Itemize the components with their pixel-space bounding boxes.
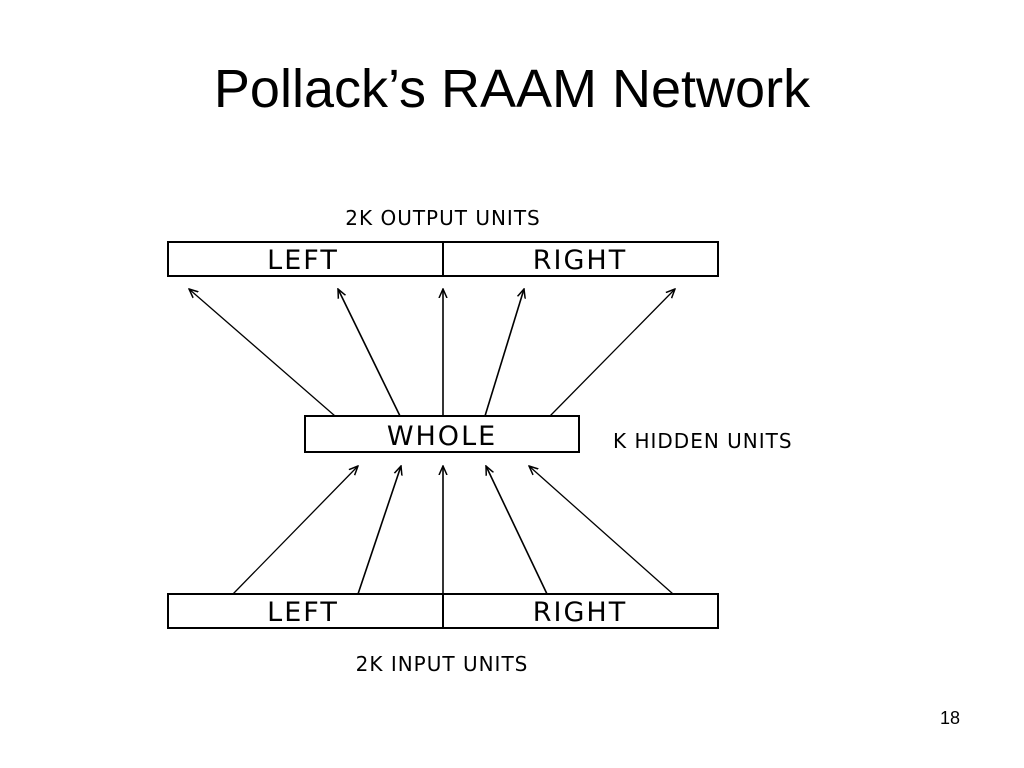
- hidden-layer-box: [304, 415, 580, 453]
- arrow: [549, 289, 675, 417]
- input-right-label: RIGHT: [533, 597, 627, 628]
- arrow: [486, 466, 548, 595]
- input-layer-caption: 2K INPUT UNITS: [356, 652, 529, 676]
- arrow: [357, 466, 401, 595]
- input-left-label: LEFT: [267, 597, 339, 628]
- output-layer-caption: 2K OUTPUT UNITS: [345, 206, 540, 230]
- slide-number: 18: [939, 708, 961, 728]
- slide-title: Pollack’s RAAM Network: [213, 59, 811, 119]
- arrow: [338, 289, 401, 417]
- arrow: [189, 289, 336, 417]
- hidden-layer-label: WHOLE: [387, 421, 497, 452]
- arrow: [529, 466, 674, 595]
- arrow: [484, 289, 524, 417]
- hidden-layer-caption: K HIDDEN UNITS: [613, 429, 793, 453]
- arrow: [232, 466, 358, 595]
- hidden-to-output-arrows: [189, 289, 675, 417]
- output-left-label: LEFT: [267, 245, 339, 276]
- output-right-label: RIGHT: [533, 245, 627, 276]
- input-to-hidden-arrows: [232, 466, 674, 595]
